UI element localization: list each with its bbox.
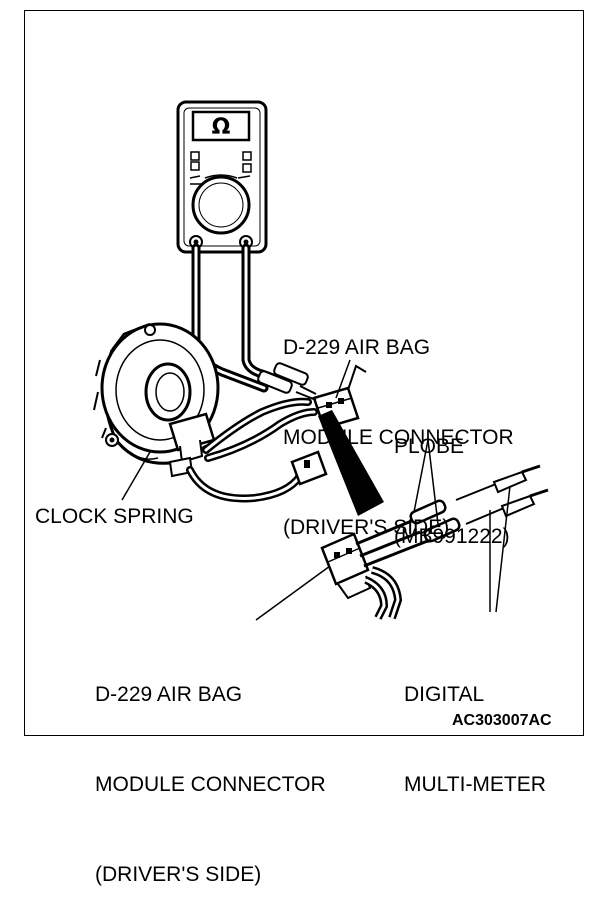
clock-spring-illustration	[93, 322, 220, 478]
clock-spring-label: CLOCK SPRING	[35, 505, 194, 528]
lower-connector-label-line1: D-229 AIR BAG	[95, 683, 243, 706]
lower-connector-label-line2: MODULE CONNECTOR	[95, 773, 326, 796]
lower-connector-illustration	[320, 499, 461, 620]
upper-connector-label-line3: (DRIVER'S SIDE)	[283, 516, 450, 539]
figure-frame	[24, 10, 584, 736]
upper-connector-label-line1: D-229 AIR BAG	[283, 336, 431, 359]
probe-label: PLOBE (MB991222)	[394, 372, 510, 582]
multimeter-probe-pins	[455, 464, 549, 525]
connection-beam	[318, 410, 384, 516]
leader-lines	[121, 359, 511, 621]
clock-spring-harness	[186, 397, 328, 503]
ohm-symbol: Ω	[212, 115, 231, 140]
upper-connector-label-line2: MODULE CONNECTOR	[283, 426, 514, 449]
multimeter-label-line1: DIGITAL	[404, 683, 485, 706]
figure-code: AC303007AC	[452, 712, 552, 729]
probe-label-line2: (MB991222)	[394, 525, 510, 548]
upper-connector-label: D-229 AIR BAG MODULE CONNECTOR (DRIVER'S…	[283, 273, 514, 573]
multimeter-label-line2: MULTI-METER	[404, 773, 546, 796]
lower-connector-label: D-229 AIR BAG MODULE CONNECTOR (DRIVER'S…	[95, 620, 326, 920]
multimeter-illustration: Ω	[176, 100, 268, 254]
lower-connector-label-line3: (DRIVER'S SIDE)	[95, 863, 262, 886]
probe-label-line1: PLOBE	[394, 435, 465, 458]
wiring-diagram: Ω	[93, 100, 549, 621]
